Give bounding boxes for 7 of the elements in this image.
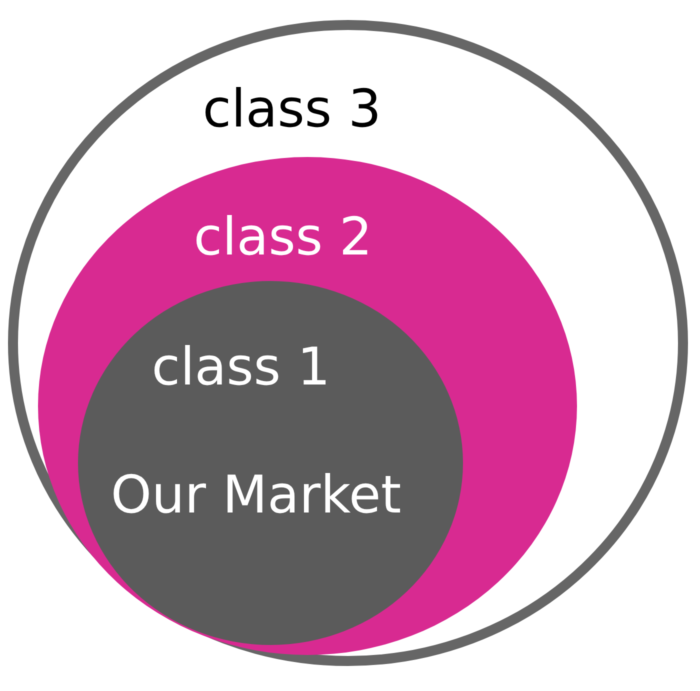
outer-ring <box>8 20 688 666</box>
inner-circle <box>78 281 463 645</box>
region-label: class 1 <box>152 339 330 397</box>
region-label: class 3 <box>202 81 382 139</box>
region-caption: Our Market <box>110 467 402 525</box>
region-label: class 2 <box>194 209 372 267</box>
middle-ellipse <box>38 157 577 655</box>
